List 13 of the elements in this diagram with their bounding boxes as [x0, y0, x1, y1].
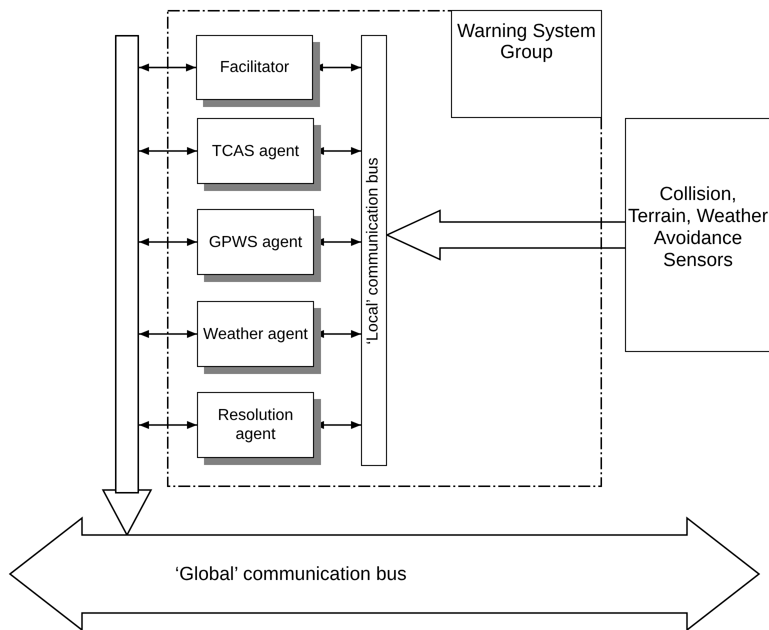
bus-label: ‘Local’ communication bus [365, 156, 383, 344]
double-arrow [139, 330, 197, 338]
local-bus-bar [361, 35, 387, 466]
double-arrow [139, 421, 197, 429]
double-arrow [139, 147, 197, 155]
hollow-arrow [385, 209, 626, 261]
bus-label: ‘Global’ communication bus [175, 564, 407, 586]
sensors-box [625, 118, 769, 352]
double-arrow [139, 64, 196, 72]
hollow-arrow [102, 489, 152, 537]
group-title: Warning System Group [451, 10, 602, 118]
sensors-label: Collision, Terrain, Weather Avoidance Sensors [626, 184, 769, 272]
double-arrow [139, 238, 197, 246]
